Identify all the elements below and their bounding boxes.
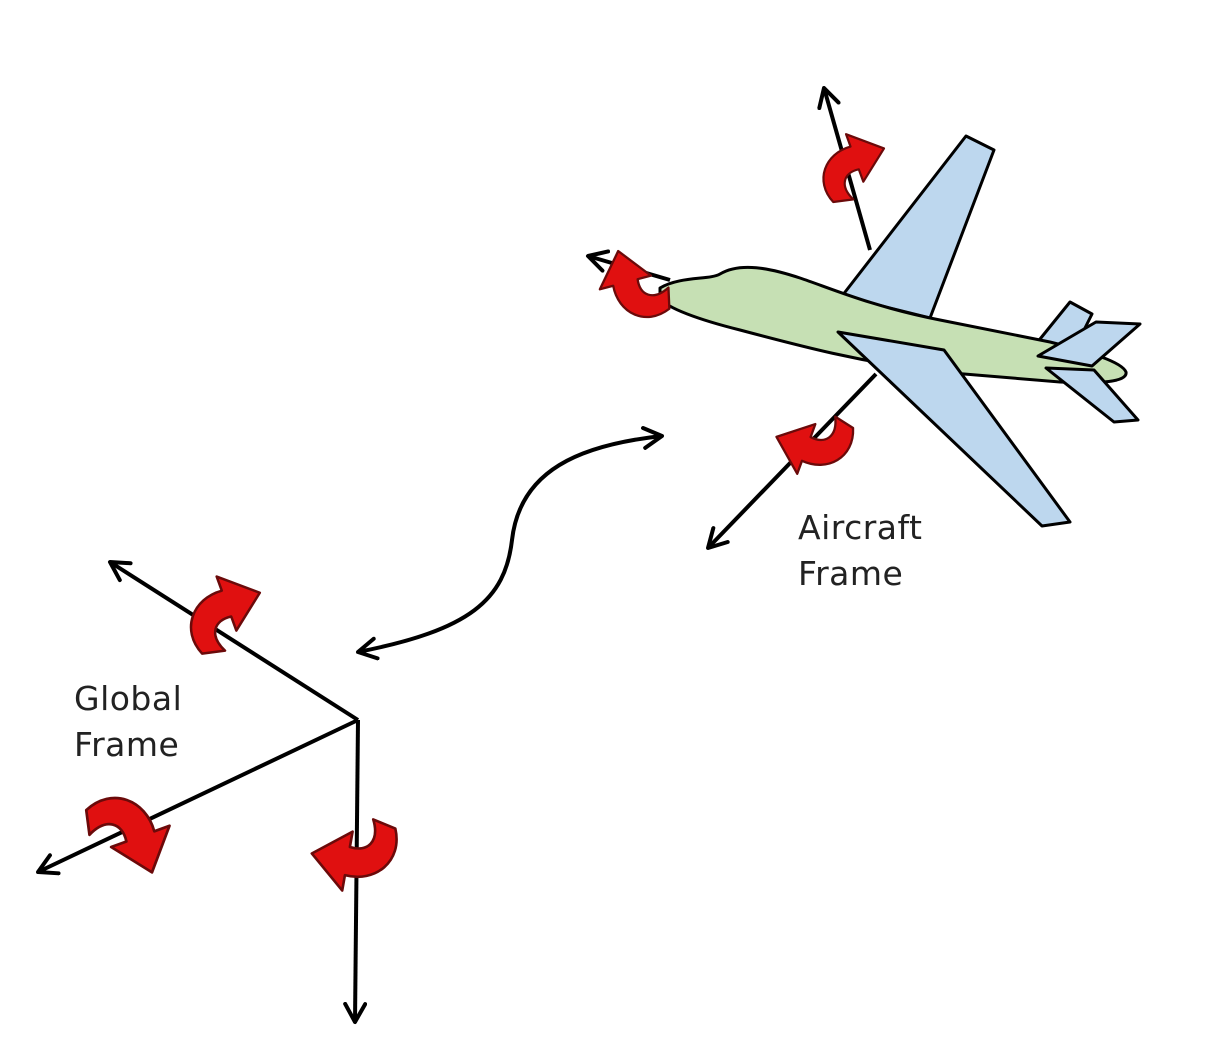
- global-axis-left: [36, 718, 359, 876]
- airplane-icon: [658, 134, 1142, 528]
- global-frame-label-line2: Frame: [74, 725, 180, 764]
- vertical-tail: [1036, 320, 1142, 368]
- curved-arrow-icon: [305, 808, 402, 900]
- double-headed-arrow-icon: [356, 426, 664, 661]
- aircraft-frame-label-line2: Frame: [798, 554, 904, 593]
- aircraft-frame-label-line1: Aircraft: [798, 508, 923, 547]
- fuselage: [658, 265, 1128, 385]
- global-frame-label: Global Frame: [74, 676, 182, 768]
- aircraft-frame: [586, 86, 898, 550]
- global-axis-up: [108, 560, 360, 722]
- lower-stabilizer: [1044, 366, 1140, 424]
- aircraft-frame-label: Aircraft Frame: [798, 505, 923, 597]
- global-frame-label-line1: Global: [74, 679, 183, 718]
- curved-arrow-icon: [590, 239, 676, 330]
- curved-arrow-icon: [78, 780, 184, 890]
- global-frame: [36, 560, 402, 1024]
- lower-wing: [836, 330, 1072, 528]
